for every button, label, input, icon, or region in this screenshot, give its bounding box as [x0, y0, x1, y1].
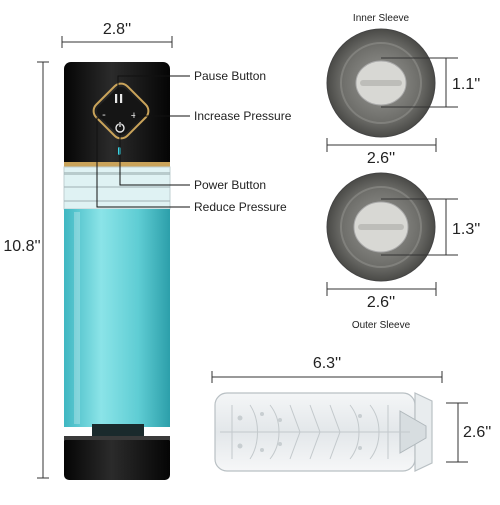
svg-text:+: + [131, 110, 137, 122]
outer-sleeve-width-label: 2.6'' [367, 294, 395, 311]
inner-sleeve: Inner Sleeve 1.1'' 2.6'' [326, 13, 480, 167]
reduce-button[interactable]: - [102, 109, 106, 121]
device-gold-ring [64, 162, 170, 167]
reduce-pressure-callout: Reduce Pressure [194, 200, 287, 214]
transparent-sleeve-height-label: 2.6'' [463, 424, 491, 441]
outer-sleeve: 1.3'' 2.6'' Outer Sleeve [326, 172, 480, 331]
transparent-sleeve: 6.3'' 2.6'' [211, 355, 491, 472]
control-panel: + - [92, 82, 150, 155]
pause-leader [117, 75, 190, 97]
outer-sleeve-title: Outer Sleeve [352, 320, 411, 331]
transparent-sleeve-length-label: 6.3'' [313, 355, 341, 372]
pump-device: 2.8'' 10.8'' + [3, 21, 292, 480]
pause-button[interactable] [115, 94, 123, 103]
power-button-callout: Power Button [194, 178, 266, 192]
increase-button[interactable]: + [131, 110, 137, 122]
inner-sleeve-width-label: 2.6'' [367, 150, 395, 167]
svg-text:-: - [102, 109, 106, 121]
reduce-leader [96, 117, 190, 208]
power-leader [119, 133, 190, 186]
device-width-label: 2.8'' [103, 21, 131, 38]
device-cylinder [64, 209, 170, 427]
power-button[interactable] [115, 122, 125, 133]
pause-button-callout: Pause Button [194, 69, 266, 83]
inner-sleeve-hole-label: 1.1'' [452, 76, 480, 93]
outer-sleeve-hole-label: 1.3'' [452, 221, 480, 238]
increase-pressure-callout: Increase Pressure [194, 109, 292, 123]
inner-sleeve-title: Inner Sleeve [353, 13, 410, 24]
device-height-label: 10.8'' [3, 238, 40, 255]
device-base [64, 436, 170, 480]
